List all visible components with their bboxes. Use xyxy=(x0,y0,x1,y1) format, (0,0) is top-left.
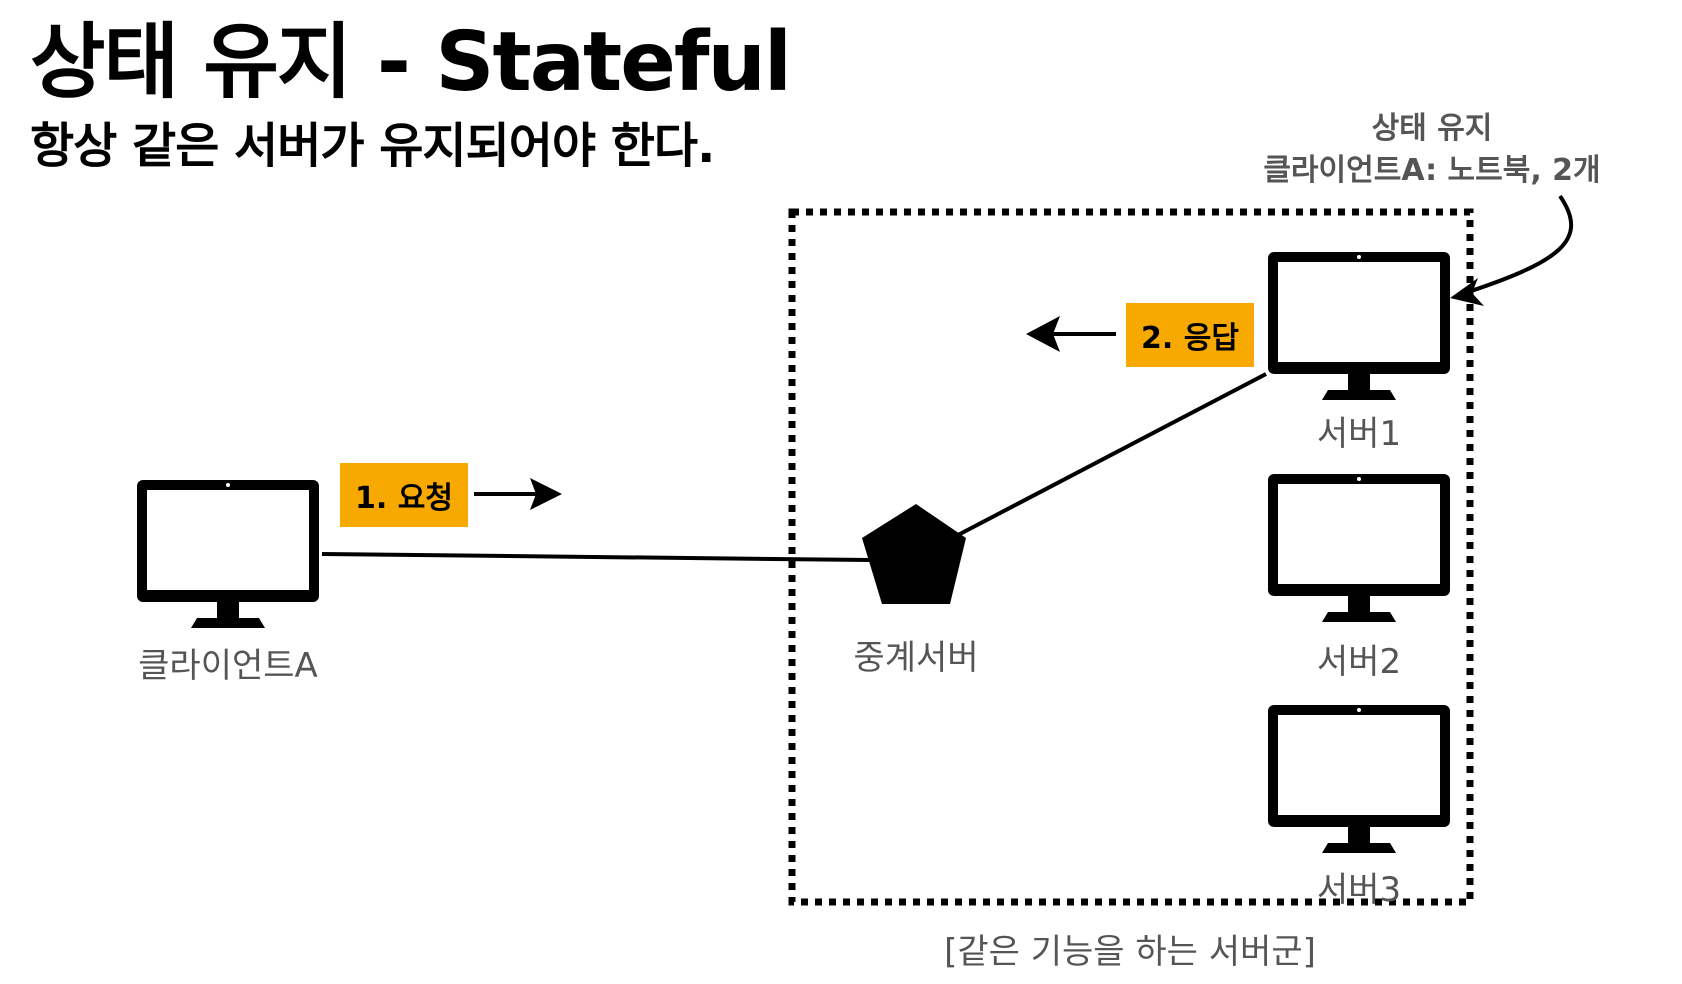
page-title: 상태 유지 - Stateful xyxy=(30,15,792,110)
server1-monitor-icon xyxy=(1268,252,1450,400)
server2-label: 서버2 xyxy=(1316,642,1402,682)
server-group-box xyxy=(788,208,1474,906)
server2-monitor-icon xyxy=(1268,474,1450,622)
request-tag: 1. 요청 xyxy=(340,463,468,527)
client-monitor-icon xyxy=(137,480,319,628)
state-note: 상태 유지 클라이언트A: 노트북, 2개 xyxy=(1222,108,1642,192)
proxy-label: 중계서버 xyxy=(853,638,979,678)
state-note-line1: 상태 유지 xyxy=(1371,111,1493,146)
server3-label: 서버3 xyxy=(1316,870,1402,910)
proxy-pentagon-icon xyxy=(862,504,966,604)
server3-monitor-icon xyxy=(1268,705,1450,853)
server1-label: 서버1 xyxy=(1316,414,1402,454)
response-tag: 2. 응답 xyxy=(1126,303,1254,367)
client-proxy-line xyxy=(321,552,871,562)
proxy-server1-line xyxy=(957,372,1267,537)
client-label: 클라이언트A xyxy=(138,646,318,686)
state-note-line2: 클라이언트A: 노트북, 2개 xyxy=(1263,153,1601,188)
request-arrow-icon xyxy=(474,478,562,510)
server-group-label: [같은 기능을 하는 서버군] xyxy=(944,932,1316,972)
page-subtitle: 항상 같은 서버가 유지되어야 한다. xyxy=(30,118,715,174)
response-arrow-icon xyxy=(1026,316,1116,352)
note-arrow-icon xyxy=(1450,194,1573,306)
